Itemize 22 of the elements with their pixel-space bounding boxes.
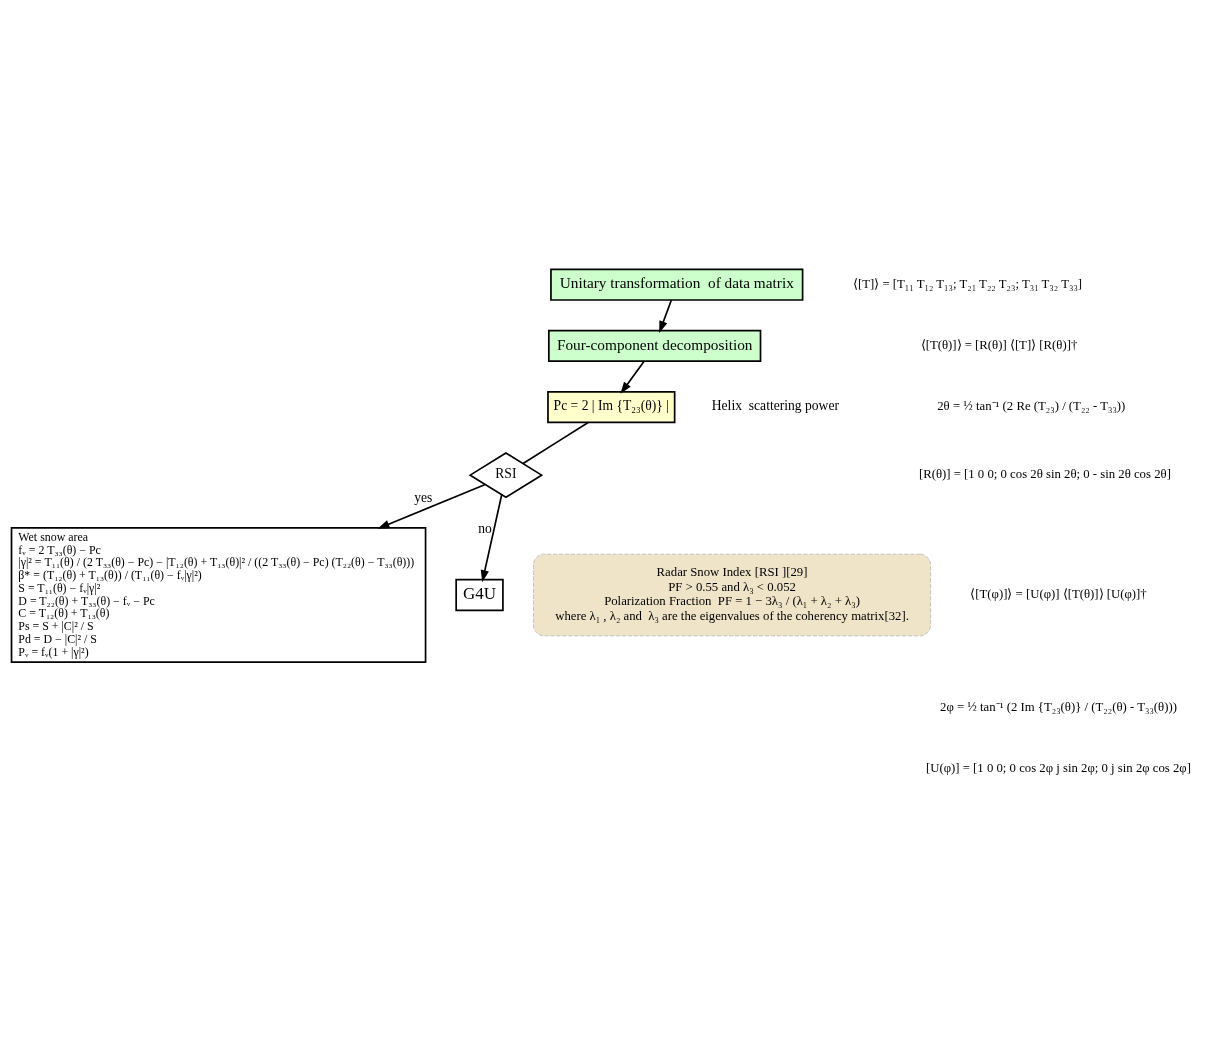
label: [U(φ)] = [1 0 0; 0 cos 2φ j sin 2φ; 0 j sin 2φ cos 2φ] [926,761,1191,776]
label: 2φ = ½ tan⁻¹ (2 Im {T₂₃(θ)} / (T₂₂(θ) - T₃₃(θ))) [940,700,1177,715]
node-box: Wet snow area fᵥ = 2 T₃₃(θ) − Pc |γ|² = T₁₁(θ) / (2 T₃₃(θ) − Pc) − |T₁₂(θ) + T₁₃(θ)|² / ((2 T₃₃(θ) − Pc) (T₂₂(θ) − T₃₃(θ))) β* = (T₁₂(θ) + T₁₃(θ)) / (T₁₁(θ) − fᵥ|γ|²) S = T₁₁(θ) − fᵥ|γ|² D = T₂₂(θ) + T₃₃(θ) − fᵥ − Pc C = T₁₂(θ) + T₁₃(θ) Ps = S + |C|² / S Pd = D − |C|² / S Pᵥ = fᵥ(1 + |γ|²) [10,527,427,664]
node-box: Unitary transformation of data matrix [550,268,804,301]
edge-label: yes [414,489,433,505]
label: ⟨[T(φ)]⟩ = [U(φ)] ⟨[T(θ)]⟩ [U(φ)]† [970,586,1147,601]
node-diamond: RSI [468,452,544,499]
node-box: G4U [455,578,504,612]
edge-label: no [478,520,492,536]
connector [522,421,590,465]
label: ⟨[T(θ)]⟩ = [R(θ)] ⟨[T]⟩ [R(θ)]† [920,337,1078,352]
node-box: Pc = 2 | Im {T₂₃(θ)} | [547,390,676,424]
label: [R(θ)] = [1 0 0; 0 cos 2θ sin 2θ; 0 - sin 2θ cos 2θ] [918,467,1171,482]
arrow [480,493,503,583]
node-box: Radar Snow Index [RSI ][29] PF > 0.55 and λ₃ < 0.052 Polarization Fraction PF = 1 − 3λ₃ / (λ₁ + λ₂ + λ₃) where λ₁ , λ₂ and λ₃ are the eigenvalues of the coherency matrix[32]. [533,553,931,637]
node-box: Four-component decomposition [548,329,762,363]
arrow [620,360,645,394]
label: ⟨[T]⟩ = [T₁₁ T₁₂ T₁₃; T₂₁ T₂₂ T₂₃; T₃₁ T₃₂ T₃₃] [852,276,1083,291]
arrow [377,483,487,529]
arrow [659,299,673,333]
label: 2θ = ½ tan⁻¹ (2 Re (T₂₃) / (T₂₂ - T₃₃)) [937,399,1126,414]
node-label: Helix scattering power [711,398,839,414]
